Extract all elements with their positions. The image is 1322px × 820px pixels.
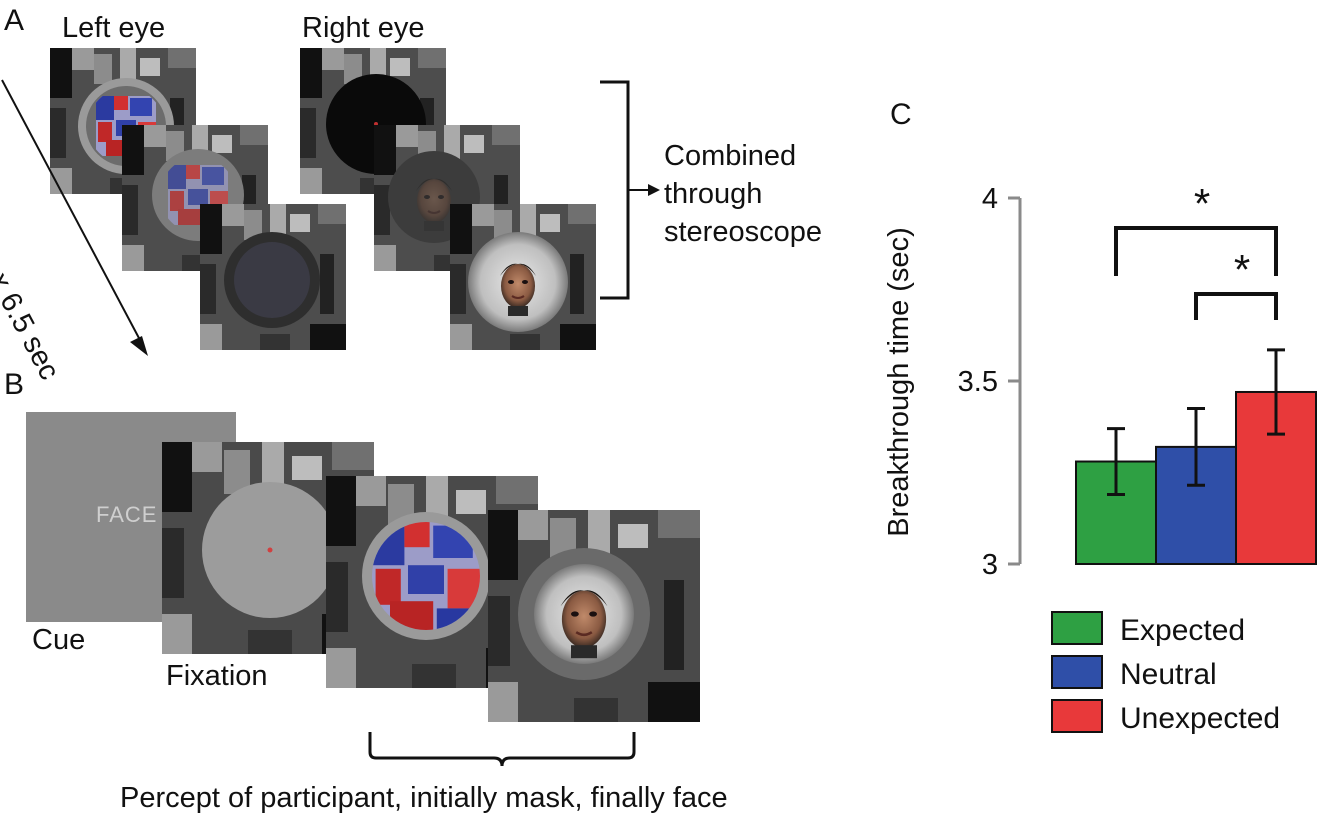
mondrian-frame bbox=[326, 476, 538, 688]
y-tick-label: 4 bbox=[982, 183, 998, 215]
panel-b-letter: B bbox=[4, 368, 25, 401]
combined-line-2: through bbox=[664, 178, 763, 210]
fixation-frame bbox=[162, 442, 374, 654]
significance-bracket bbox=[1194, 292, 1278, 320]
cue-label: Cue bbox=[32, 624, 86, 656]
left-eye-label: Left eye bbox=[62, 12, 166, 44]
combined-line-1: Combined bbox=[664, 140, 797, 172]
y-tick-label: 3 bbox=[982, 549, 998, 581]
legend-swatch-expected bbox=[1051, 611, 1103, 645]
time-arrow-head bbox=[130, 336, 148, 356]
percept-label: Percept of participant, initially mask, … bbox=[120, 782, 728, 814]
legend-swatch-neutral bbox=[1051, 655, 1103, 689]
significance-star: * bbox=[1234, 246, 1250, 293]
panel-a-letter: A bbox=[4, 4, 25, 37]
right-eye-label: Right eye bbox=[302, 12, 425, 44]
percept-brace bbox=[368, 732, 636, 767]
stereo-arrow-head bbox=[648, 184, 660, 196]
y-tick-label: 3.5 bbox=[958, 366, 998, 398]
time-arrow bbox=[1, 79, 141, 341]
panel-c-letter: C bbox=[890, 98, 912, 131]
face-frame bbox=[488, 510, 700, 722]
left-eye-frame-3 bbox=[200, 204, 346, 350]
combined-line-3: stereoscope bbox=[664, 216, 822, 248]
fixation-label: Fixation bbox=[166, 660, 268, 692]
significance-star: * bbox=[1194, 180, 1210, 227]
cue-word: FACE bbox=[96, 502, 158, 527]
significance-bracket bbox=[1114, 226, 1278, 276]
legend-swatch-unexpected bbox=[1051, 699, 1103, 733]
legend-label-neutral: Neutral bbox=[1120, 658, 1217, 691]
legend-label-unexpected: Unexpected bbox=[1120, 702, 1280, 735]
right-eye-frame-3 bbox=[450, 204, 596, 350]
y-axis-label: Breakthrough time (sec) bbox=[883, 227, 915, 536]
legend-label-expected: Expected bbox=[1120, 614, 1245, 647]
